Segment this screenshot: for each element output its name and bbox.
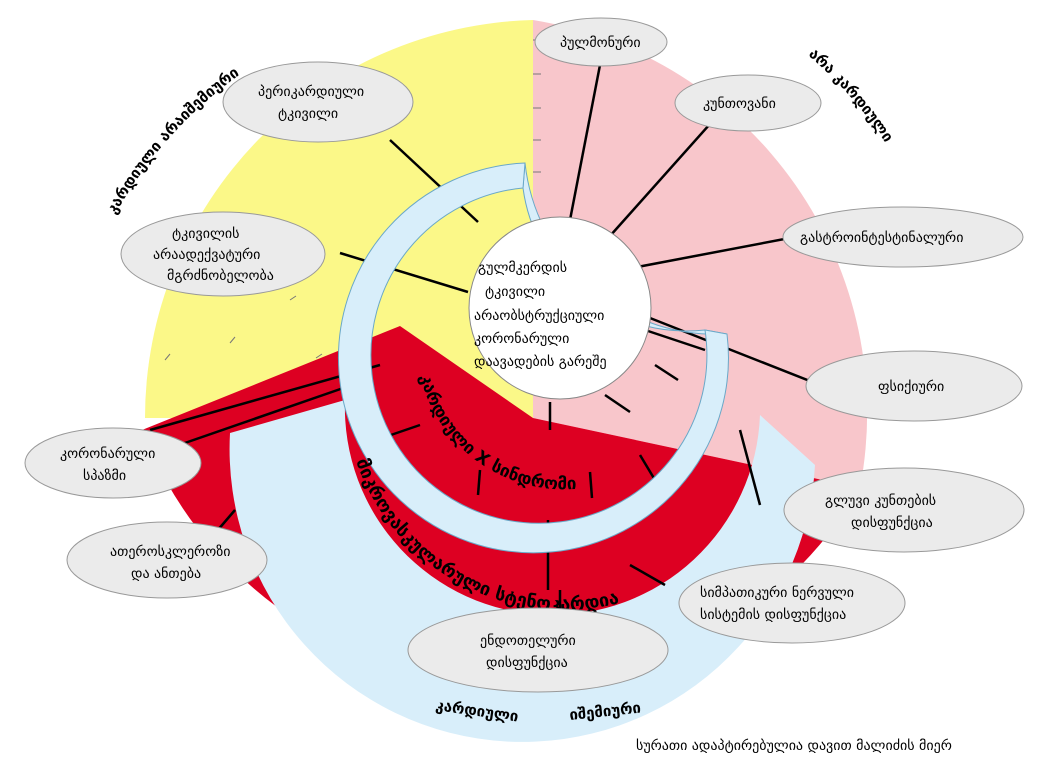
node-endothelial: ენდოთელური დისფუნქცია	[407, 607, 669, 693]
node-atherosclerosis: ათეროსკლეროზი და ანთება	[66, 521, 268, 599]
node-coronary-spasm-line-1: კორონარული	[60, 445, 155, 462]
node-sympathetic: სიმპათიკური ნერვული სისტემის დისფუნქცია	[678, 562, 906, 644]
center-text: გულმკერდის ტკივილი არაობსტრუქციული კორონ…	[474, 259, 607, 370]
node-endothelial-line-2: დისფუნქცია	[486, 655, 568, 671]
cardiac-x-band-outer	[337, 162, 729, 554]
node-psychic-label: ფსიქიური	[878, 378, 944, 395]
node-endothelial-line-1: ენდოთელური	[480, 632, 576, 649]
node-atherosclerosis-line-2: და ანთება	[131, 566, 201, 582]
node-smooth-muscle: გლუვი კუნთების დისფუნქცია	[783, 467, 1025, 553]
sector-label-non-cardiac: არა კარდიული	[805, 44, 897, 145]
node-coronary-spasm: კორონარული სპაზმი	[24, 427, 202, 499]
node-pericardial: პერიკარდიული ტკივილი	[222, 61, 414, 143]
node-muscular-label: კუნთოვანი	[703, 96, 776, 112]
node-pericardial-line-1: პერიკარდიული	[258, 83, 364, 100]
node-coronary-spasm-line-2: სპაზმი	[83, 468, 126, 484]
node-atherosclerosis-line-1: ათეროსკლეროზი	[110, 543, 230, 560]
node-pulmonary: პულმონური	[534, 17, 668, 67]
node-gastrointestinal: გასტროინტესტინალური	[782, 206, 1024, 268]
node-smooth-muscle-line-1: გლუვი კუნთების	[825, 493, 936, 509]
node-psychic: ფსიქიური	[805, 350, 1023, 422]
sector-cardiac-non-ischemic	[145, 20, 533, 418]
center-node	[468, 216, 652, 400]
center-line-2: ტკივილი	[485, 284, 545, 300]
node-pulmonary-label: პულმონური	[560, 34, 641, 51]
node-gastro-label: გასტროინტესტინალური	[800, 229, 963, 246]
node-smooth-muscle-line-2: დისფუნქცია	[851, 515, 933, 531]
center-line-1: გულმკერდის	[478, 259, 567, 276]
node-sympathetic-line-2: სისტემის დისფუნქცია	[700, 607, 846, 623]
center-line-5: დაავადების გარეშე	[474, 353, 607, 370]
node-muscular: კუნთოვანი	[674, 74, 822, 132]
node-inadequate-line-2: არაადექვატური	[153, 246, 260, 263]
microvascular-band	[229, 400, 815, 742]
center-line-4: კორონარული	[474, 330, 569, 347]
node-inadequate-line-3: მგრძნობელობა	[167, 267, 274, 284]
center-line-3: არაობსტრუქციული	[474, 307, 604, 324]
node-inadequate-sensitivity: ტკივილის არაადექვატური მგრძნობელობა	[120, 211, 326, 297]
node-inadequate-line-1: ტკივილის	[172, 226, 239, 242]
image-credit: სურათი ადაპტირებულია დავით მალიძის მიერ	[636, 738, 952, 754]
node-pericardial-line-2: ტკივილი	[278, 106, 338, 122]
node-sympathetic-line-1: სიმპათიკური ნერვული	[700, 584, 854, 601]
